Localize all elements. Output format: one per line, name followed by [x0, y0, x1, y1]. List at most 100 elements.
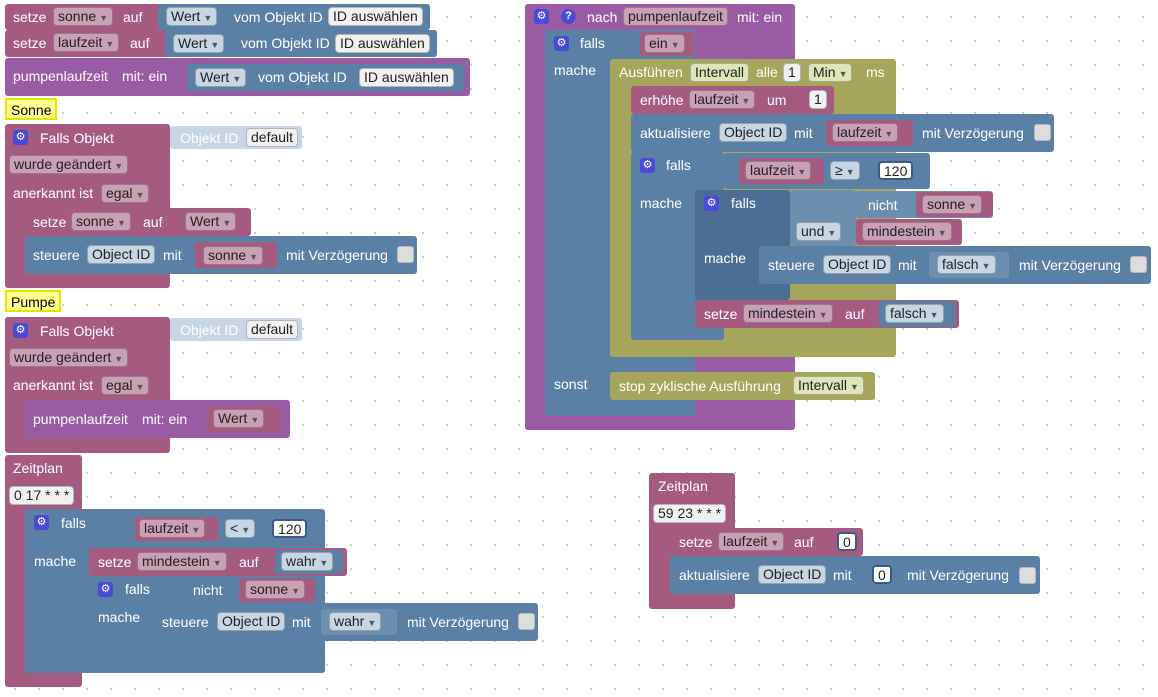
gear-icon[interactable]: ⚙: [34, 515, 49, 530]
anerkannt-egal-dropdown[interactable]: egal▼: [101, 376, 150, 395]
compare-block[interactable]: laufzeit▼ <▼ 120: [121, 513, 317, 545]
variable-sonne-dropdown[interactable]: sonne▼: [922, 195, 983, 214]
get-sonne-block[interactable]: sonne▼: [239, 578, 315, 602]
get-wert-block[interactable]: Wert▼: [207, 406, 281, 432]
object-id-field[interactable]: Object ID: [758, 565, 827, 584]
variable-mindestein-dropdown[interactable]: mindestein▼: [862, 222, 952, 241]
gear-icon[interactable]: ⚙: [704, 196, 719, 211]
variable-laufzeit-dropdown[interactable]: laufzeit▼: [139, 519, 206, 538]
delay-checkbox[interactable]: [1034, 124, 1051, 141]
delay-checkbox[interactable]: [1130, 256, 1147, 273]
attribute-wert-dropdown[interactable]: Wert▼: [195, 68, 247, 87]
set-sonne-inner-block[interactable]: setze sonne▼ auf Wert▼: [25, 208, 251, 236]
gear-icon[interactable]: ⚙: [554, 36, 569, 51]
bool-wahr-dropdown[interactable]: wahr▼: [329, 612, 382, 631]
id-select-field[interactable]: ID auswählen: [328, 7, 423, 26]
interval-value-field[interactable]: 1: [783, 63, 801, 82]
attribute-wert-dropdown[interactable]: Wert▼: [166, 7, 218, 26]
attribute-wert-dropdown[interactable]: Wert▼: [173, 34, 225, 53]
variable-sonne-dropdown[interactable]: sonne▼: [53, 7, 114, 26]
bool-wahr-block[interactable]: wahr▼: [321, 609, 397, 635]
interval-name-field[interactable]: Intervall: [690, 63, 750, 82]
object-id-field[interactable]: Object ID: [719, 123, 788, 142]
gear-icon[interactable]: ⚙: [534, 9, 549, 24]
get-mindestein-block[interactable]: mindestein▼: [856, 219, 962, 245]
object-id-field[interactable]: Object ID: [217, 612, 286, 631]
get-sonne-block[interactable]: sonne▼: [916, 192, 993, 217]
bool-falsch-dropdown[interactable]: falsch▼: [937, 255, 996, 274]
number-0-field[interactable]: 0: [872, 565, 892, 584]
default-field[interactable]: default: [246, 320, 299, 339]
comment-sonne[interactable]: Sonne: [5, 98, 58, 120]
not-block[interactable]: nicht sonne▼: [183, 577, 319, 603]
set-sonne-block[interactable]: setze sonne▼ auf Wert▼ vom Objekt ID ID …: [5, 4, 430, 30]
object-id-field[interactable]: Object ID: [823, 255, 892, 274]
anerkannt-egal-dropdown[interactable]: egal▼: [101, 184, 150, 203]
variable-sonne-dropdown[interactable]: sonne▼: [203, 246, 264, 265]
logic-und-dropdown[interactable]: und▼: [796, 222, 842, 241]
get-laufzeit-block[interactable]: laufzeit▼: [739, 158, 824, 184]
bool-wahr-block[interactable]: wahr▼: [275, 550, 343, 574]
bool-wahr-dropdown[interactable]: wahr▼: [281, 552, 334, 571]
set-mindestein-falsch-block[interactable]: setze mindestein▼ auf falsch▼: [695, 300, 959, 328]
call-pumpenlaufzeit-inner-block[interactable]: pumpenlaufzeit mit: ein Wert▼: [25, 400, 290, 438]
default-field[interactable]: default: [246, 128, 299, 147]
aktualisiere-zero-block[interactable]: aktualisiere Object ID mit 0 mit Verzöge…: [670, 556, 1040, 594]
set-mindestein-wahr-block[interactable]: setze mindestein▼ auf wahr▼: [89, 548, 347, 576]
bool-falsch-block[interactable]: falsch▼: [929, 252, 1009, 278]
and-block[interactable]: und▼: [790, 190, 856, 246]
set-laufzeit-block[interactable]: setze laufzeit▼ auf Wert▼ vom Objekt ID …: [5, 30, 437, 57]
objekt-id-input-ghost[interactable]: Objekt ID default: [170, 318, 302, 341]
get-value-block[interactable]: Wert▼ vom Objekt ID ID auswählen: [158, 4, 430, 30]
get-laufzeit-block[interactable]: laufzeit▼: [135, 517, 218, 541]
help-icon[interactable]: ?: [561, 9, 576, 24]
variable-laufzeit-dropdown[interactable]: laufzeit▼: [832, 123, 899, 142]
wurde-geaendert-dropdown[interactable]: wurde geändert▼: [9, 348, 129, 367]
variable-mindestein-dropdown[interactable]: mindestein▼: [743, 304, 833, 323]
gear-icon[interactable]: ⚙: [640, 158, 655, 173]
increment-laufzeit-block[interactable]: erhöhe laufzeit▼ um 1: [631, 86, 834, 114]
compare-ge-block[interactable]: laufzeit▼ ≥▼ 120: [724, 153, 930, 189]
variable-mindestein-dropdown[interactable]: mindestein▼: [137, 552, 227, 571]
cron-field[interactable]: 0 17 * * *: [9, 486, 75, 505]
number-120-field[interactable]: 120: [878, 161, 914, 180]
variable-laufzeit-dropdown[interactable]: laufzeit▼: [745, 161, 812, 180]
id-select-field[interactable]: ID auswählen: [335, 34, 430, 53]
operator-lt-dropdown[interactable]: <▼: [225, 519, 256, 538]
set-laufzeit-zero-block[interactable]: setze laufzeit▼ auf 0: [670, 528, 863, 556]
get-laufzeit-block[interactable]: laufzeit▼: [826, 120, 913, 146]
gear-icon[interactable]: ⚙: [98, 582, 113, 597]
steuere-falsch-block[interactable]: steuere Object ID mit falsch▼ mit Verzög…: [759, 246, 1151, 284]
interval-name-dropdown[interactable]: Intervall▼: [793, 376, 864, 395]
procedure-name-field[interactable]: pumpenlaufzeit: [623, 7, 728, 26]
variable-laufzeit-dropdown[interactable]: laufzeit▼: [689, 90, 756, 109]
delay-checkbox[interactable]: [1019, 567, 1036, 584]
wurde-geaendert-dropdown[interactable]: wurde geändert▼: [9, 155, 129, 174]
bool-falsch-dropdown[interactable]: falsch▼: [885, 304, 944, 323]
stop-interval-block[interactable]: stop zyklische Ausführung Intervall▼: [610, 372, 875, 400]
id-select-field[interactable]: ID auswählen: [359, 68, 454, 87]
variable-ein-dropdown[interactable]: ein▼: [644, 34, 685, 53]
object-id-field[interactable]: Object ID: [87, 245, 156, 264]
gear-icon[interactable]: ⚙: [13, 130, 28, 145]
aktualisiere-laufzeit-block[interactable]: aktualisiere Object ID mit laufzeit▼ mit…: [631, 114, 1054, 152]
objekt-id-input-ghost[interactable]: Objekt ID default: [170, 126, 302, 149]
call-pumpenlaufzeit-block[interactable]: pumpenlaufzeit mit: ein Wert▼ vom Objekt…: [5, 58, 470, 96]
operator-ge-dropdown[interactable]: ≥▼: [830, 161, 860, 180]
variable-laufzeit-dropdown[interactable]: laufzeit▼: [53, 33, 120, 52]
steuere-wahr-block[interactable]: steuere Object ID mit wahr▼ mit Verzöger…: [153, 603, 538, 641]
delay-checkbox[interactable]: [518, 613, 535, 630]
get-ein-block[interactable]: ein▼: [640, 32, 694, 56]
variable-laufzeit-dropdown[interactable]: laufzeit▼: [718, 532, 785, 551]
unit-min-dropdown[interactable]: Min▼: [808, 63, 853, 82]
cron-field[interactable]: 59 23 * * *: [653, 504, 727, 523]
increment-value-field[interactable]: 1: [809, 90, 827, 109]
get-value-block[interactable]: Wert▼ vom Objekt ID ID auswählen: [165, 30, 437, 57]
delay-checkbox[interactable]: [397, 246, 414, 263]
number-0-field[interactable]: 0: [837, 532, 857, 551]
bool-falsch-block[interactable]: falsch▼: [879, 301, 955, 327]
steuere-sonne-block[interactable]: steuere Object ID mit sonne▼ mit Verzöge…: [25, 236, 417, 274]
number-120-field[interactable]: 120: [272, 519, 308, 538]
comment-pumpe[interactable]: Pumpe: [5, 290, 62, 312]
variable-sonne-dropdown[interactable]: sonne▼: [71, 212, 132, 231]
